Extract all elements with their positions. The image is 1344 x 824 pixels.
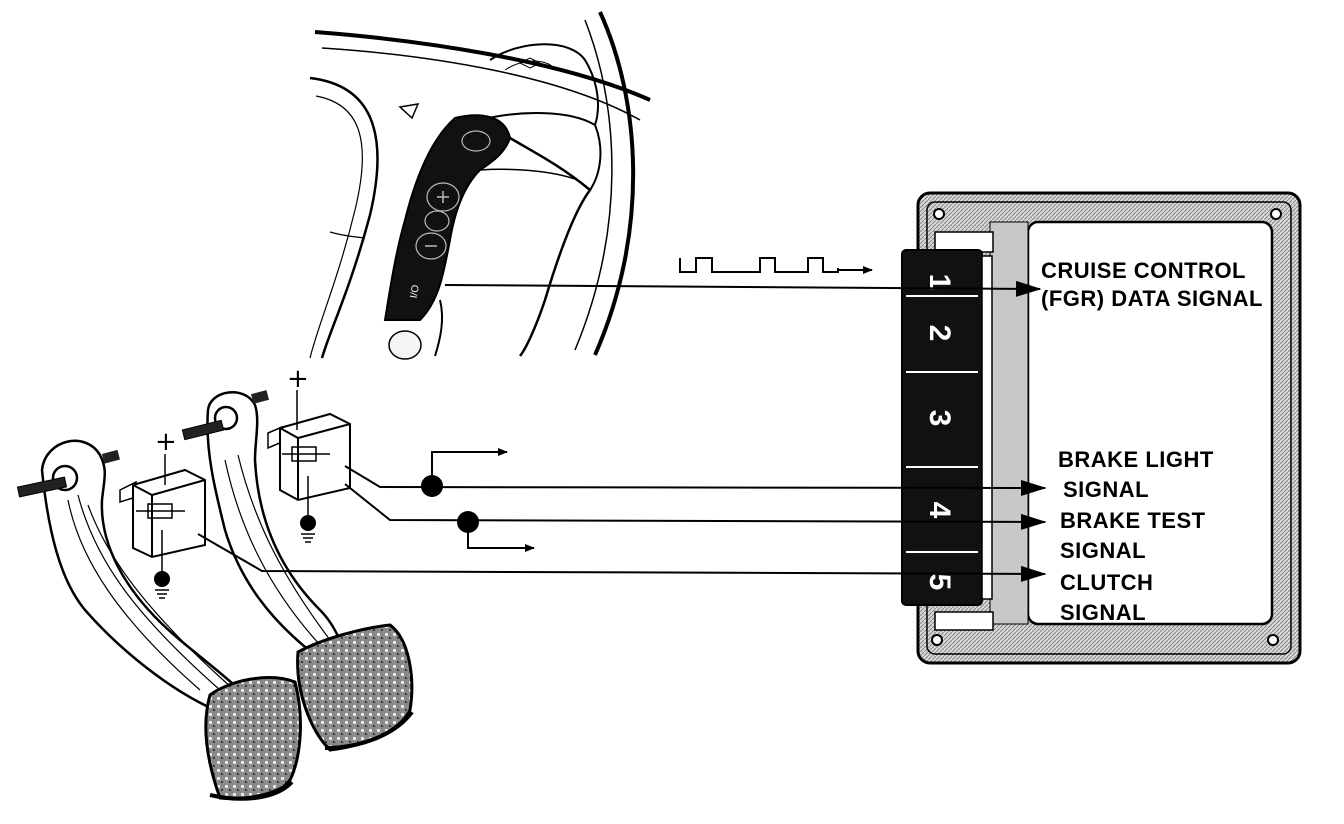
brake-test-junction: [457, 511, 479, 533]
brake-light-label-line2: SIGNAL: [1063, 477, 1150, 502]
brake-switch-supply-symbol: +: [287, 364, 309, 394]
screw-icon: [931, 634, 943, 646]
pin-1-label: 1: [923, 274, 956, 291]
screw-icon: [933, 208, 945, 220]
steering-wheel: [309, 11, 651, 359]
switch-label: I/O: [409, 284, 422, 299]
ground-icon: [155, 589, 169, 599]
resume-button-icon: [424, 210, 450, 232]
brake-light-label-line1: BRAKE LIGHT: [1058, 447, 1214, 472]
clutch-pedal: [16, 439, 302, 801]
cruise-control-switch-panel: I/O: [383, 114, 592, 360]
cruise-control-label-line1: CRUISE CONTROL: [1041, 258, 1246, 283]
pin-4-label: 4: [923, 502, 956, 519]
clutch-label-line2: SIGNAL: [1060, 600, 1147, 625]
pin-5-label: 5: [923, 574, 956, 591]
brake-test-label-line1: BRAKE TEST: [1060, 508, 1206, 533]
brake-test-label-line2: SIGNAL: [1060, 538, 1147, 563]
clutch-switch: +: [119, 427, 206, 599]
pin-3-label: 3: [923, 410, 956, 427]
data-signal-waveform: [679, 257, 873, 274]
clutch-label-line1: CLUTCH: [1060, 570, 1154, 595]
clutch-switch-supply-symbol: +: [155, 427, 177, 457]
brake-light-junction: [421, 475, 443, 497]
brake-pedal: [181, 390, 414, 752]
set-button-icon: [461, 130, 491, 152]
control-module: 1 2 3 4 5: [901, 191, 1302, 665]
ground-icon: [301, 533, 315, 543]
signal-wires: [197, 280, 1047, 582]
cruise-control-label-line2: (FGR) DATA SIGNAL: [1041, 286, 1263, 311]
screw-icon: [1270, 208, 1282, 220]
brake-switch: +: [267, 364, 351, 543]
pin-2-label: 2: [923, 325, 956, 342]
screw-icon: [1267, 634, 1279, 646]
connector: 1 2 3 4 5: [901, 249, 993, 606]
